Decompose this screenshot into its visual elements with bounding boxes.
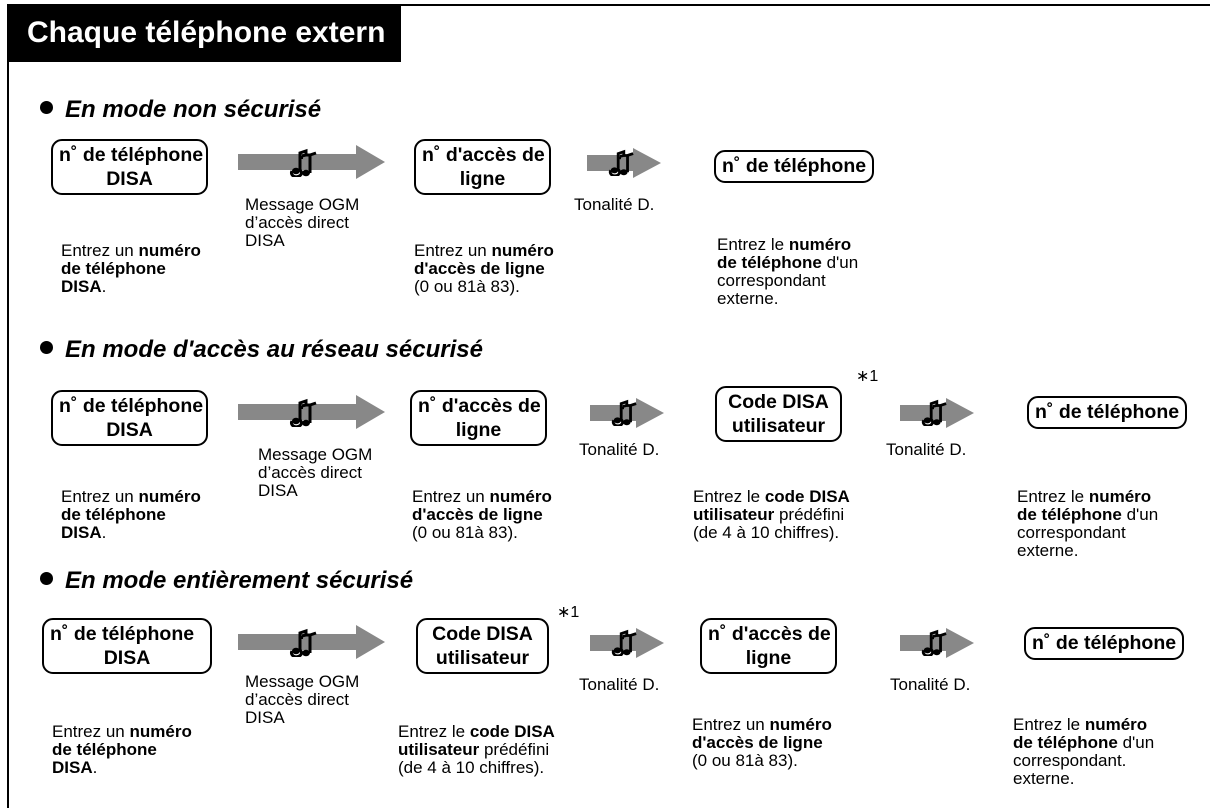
section-title-non-secure: En mode non sécurisé xyxy=(40,96,321,124)
desc-phone-dot: Entrez le numéro de téléphone d'un corre… xyxy=(1013,715,1155,788)
long-arrow-icon xyxy=(238,625,385,659)
bullet-icon xyxy=(40,101,53,115)
section-title-full-secure: En mode entièrement sécurisé xyxy=(40,567,413,595)
tone-caption: Tonalité D. xyxy=(579,675,660,694)
footnote-marker: ∗1 xyxy=(856,368,879,385)
disa-number-box: n˚ de téléphone DISA xyxy=(51,390,208,446)
code-disa-box: Code DISA utilisateur xyxy=(416,618,549,674)
code-disa-box: Code DISA utilisateur xyxy=(715,386,842,442)
line-access-box: n˚ d'accès de ligne xyxy=(414,139,551,195)
page-title: Chaque téléphone extern xyxy=(7,4,401,62)
phone-number-box: n˚ de téléphone xyxy=(1027,396,1188,429)
phone-number-box: n˚ de téléphone xyxy=(714,150,875,183)
desc-line-access: Entrez un numéro d'accès de ligne (0 ou … xyxy=(692,715,832,771)
short-arrow-icon xyxy=(587,148,661,178)
desc-line-access: Entrez un numéro d'accès de ligne (0 ou … xyxy=(414,241,554,297)
phone-number-box: n˚ de téléphone xyxy=(1024,627,1185,660)
desc-disa: Entrez un numéro de téléphone DISA. xyxy=(52,722,192,777)
desc-code: Entrez le code DISA utilisateur prédéfin… xyxy=(398,722,555,777)
desc-disa: Entrez un numéro de téléphone DISA. xyxy=(61,241,201,296)
section-title-network-secure: En mode d'accès au réseau sécurisé xyxy=(40,336,483,364)
bullet-icon xyxy=(40,341,53,355)
short-arrow-icon xyxy=(590,628,664,658)
ogm-caption: Message OGM d’accès direct DISA xyxy=(245,672,360,727)
short-arrow-icon xyxy=(900,628,974,658)
desc-line-access: Entrez un numéro d'accès de ligne (0 ou … xyxy=(412,487,552,543)
ogm-caption: Message OGM d’accès direct DISA xyxy=(258,445,373,500)
footnote-marker: ∗1 xyxy=(557,604,580,621)
tone-caption: Tonalité D. xyxy=(886,440,967,459)
long-arrow-icon xyxy=(238,395,385,429)
ogm-caption: Message OGM d’accès direct DISA xyxy=(245,195,360,250)
disa-number-box: n˚ de téléphone DISA xyxy=(42,618,212,674)
tone-caption: Tonalité D. xyxy=(890,675,971,694)
desc-disa: Entrez un numéro de téléphone DISA. xyxy=(61,487,201,542)
desc-code: Entrez le code DISA utilisateur prédéfin… xyxy=(693,487,850,542)
tone-caption: Tonalité D. xyxy=(579,440,660,459)
desc-phone: Entrez le numéro de téléphone d'un corre… xyxy=(1017,487,1159,560)
short-arrow-icon xyxy=(900,398,974,428)
desc-phone: Entrez le numéro de téléphone d'un corre… xyxy=(717,235,859,308)
long-arrow-icon xyxy=(238,145,385,179)
short-arrow-icon xyxy=(590,398,664,428)
bullet-icon xyxy=(40,572,53,586)
tone-caption: Tonalité D. xyxy=(574,195,655,214)
line-access-box: n˚ d'accès de ligne xyxy=(700,618,837,674)
line-access-box: n˚ d'accès de ligne xyxy=(410,390,547,446)
page-frame xyxy=(7,4,1210,808)
disa-number-box: n˚ de téléphone DISA xyxy=(51,139,208,195)
